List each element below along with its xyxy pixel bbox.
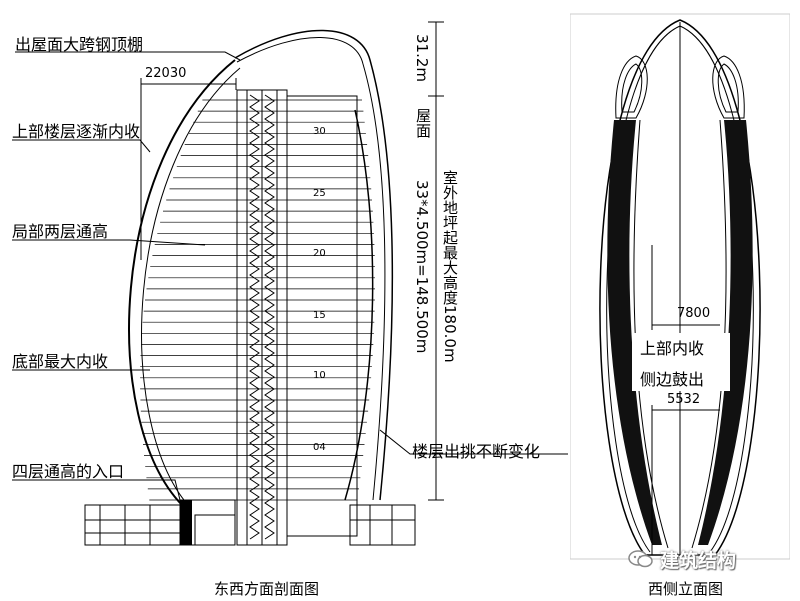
right-dark-panel xyxy=(698,120,753,545)
floor-mark-25: 25 xyxy=(313,188,326,199)
entrance-dark-block xyxy=(180,500,192,545)
floor-mark-10: 10 xyxy=(313,370,326,381)
right-top-loop-inner xyxy=(717,63,739,113)
leader-lines xyxy=(12,51,568,501)
top-width-dimension: 22030 xyxy=(145,66,187,81)
outer-shell-inner-curve xyxy=(141,67,241,506)
upper-inward-elevation-label: 上部内收 xyxy=(640,339,705,358)
roof-canopy-label: 出屋面大跨钢顶棚 xyxy=(15,35,144,54)
side-bulge-label: 侧边鼓出 xyxy=(640,370,705,389)
roof-level-label: 屋面 xyxy=(414,108,432,138)
floor-slabs xyxy=(140,99,375,501)
stair-line xyxy=(264,94,275,540)
dimension-lines xyxy=(140,21,444,501)
elevation-dimension-lines xyxy=(651,245,720,555)
double-height-label: 局部两层通高 xyxy=(12,222,109,241)
floor-height-dimension: 33*4.500m=148.500m xyxy=(413,180,431,354)
left-top-loop xyxy=(615,55,648,119)
stair-line xyxy=(249,94,260,540)
roof-arch xyxy=(234,29,394,501)
podium xyxy=(84,499,416,546)
floor-mark-30: 30 xyxy=(313,126,326,137)
elevation-drawing xyxy=(570,13,790,560)
upper-inward-label: 上部楼层逐渐内收 xyxy=(12,122,141,141)
stair-zigzag xyxy=(249,94,275,540)
elevation-outer-outline-2 xyxy=(606,25,754,553)
roof-height-dimension: 31.2m xyxy=(413,34,431,83)
floor-mark-15: 15 xyxy=(313,310,326,321)
roof-arch-inner xyxy=(236,37,386,501)
floor-mark-20: 20 xyxy=(313,248,326,259)
right-top-loop xyxy=(712,55,745,119)
outer-shell-curve xyxy=(128,59,236,506)
floor-overhang-label: 楼层出挑不断变化 xyxy=(412,442,541,461)
left-top-loop-inner xyxy=(621,63,643,113)
elevation-caption: 西侧立面图 xyxy=(648,580,724,598)
wechat-icon xyxy=(628,549,654,569)
max-height-dimension: 室外地坪起最大高度180.0m xyxy=(441,170,459,363)
section-caption: 东西方面剖面图 xyxy=(214,580,320,598)
elevation-bottom-dimension: 5532 xyxy=(667,392,701,407)
section-drawing xyxy=(12,21,568,546)
left-dark-panel xyxy=(607,120,662,545)
floor-mark-04: 04 xyxy=(313,442,326,453)
core-tower xyxy=(236,89,358,546)
elevation-top-dimension: 7800 xyxy=(677,306,711,321)
bottom-inward-label: 底部最大内收 xyxy=(12,352,109,371)
right-facade-curve xyxy=(344,109,374,501)
entrance-label: 四层通高的入口 xyxy=(12,462,125,481)
watermark: 建筑结构 xyxy=(660,550,737,572)
